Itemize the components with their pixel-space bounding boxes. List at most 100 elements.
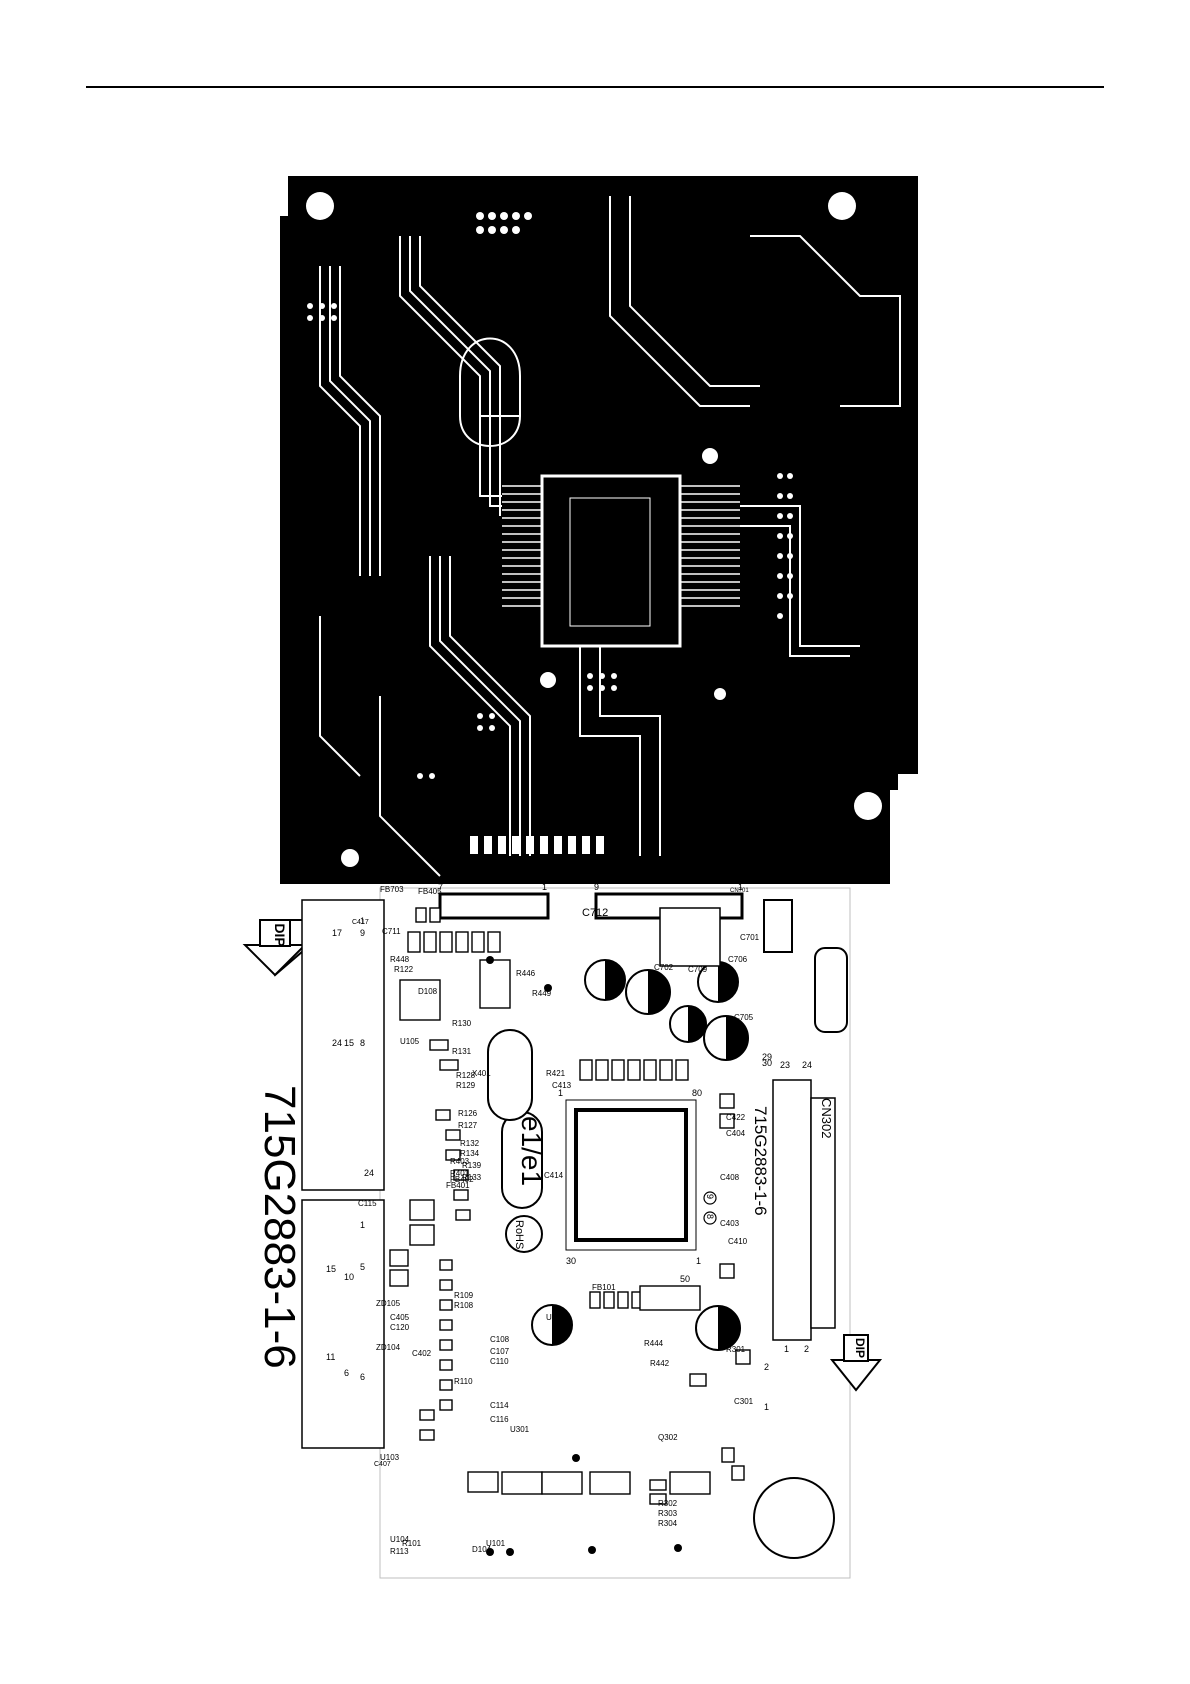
svg-text:50: 50 xyxy=(680,1274,690,1284)
svg-text:R301: R301 xyxy=(726,1345,746,1354)
connector-top-left xyxy=(438,892,550,920)
svg-text:FB402: FB402 xyxy=(450,1175,474,1184)
svg-text:U104: U104 xyxy=(390,1535,410,1544)
svg-text:R134: R134 xyxy=(460,1149,480,1158)
svg-text:1: 1 xyxy=(738,882,743,892)
svg-text:R128: R128 xyxy=(456,1071,476,1080)
svg-text:C407: C407 xyxy=(374,1461,391,1468)
svg-text:ZD104: ZD104 xyxy=(376,1343,401,1352)
svg-text:R302: R302 xyxy=(658,1499,678,1508)
connector-cn302 xyxy=(772,1079,812,1341)
svg-text:U301: U301 xyxy=(510,1425,530,1434)
svg-text:30: 30 xyxy=(762,1058,772,1068)
svg-text:D108: D108 xyxy=(418,987,438,996)
svg-text:C709: C709 xyxy=(688,965,708,974)
svg-text:7: 7 xyxy=(438,882,443,892)
svg-text:FB703: FB703 xyxy=(380,885,404,894)
svg-text:C702: C702 xyxy=(654,963,674,972)
svg-text:6: 6 xyxy=(344,1368,349,1378)
dip-arrow-right: DIP xyxy=(829,1334,883,1392)
svg-text:U103: U103 xyxy=(380,1453,400,1462)
svg-text:24: 24 xyxy=(332,1038,342,1048)
svg-text:R133: R133 xyxy=(462,1173,482,1182)
svg-text:15: 15 xyxy=(344,1038,354,1048)
svg-text:17: 17 xyxy=(332,928,342,938)
svg-text:1: 1 xyxy=(696,1256,701,1266)
vias xyxy=(486,956,682,1556)
svg-text:FB401: FB401 xyxy=(446,1181,470,1190)
svg-text:X401: X401 xyxy=(472,1069,491,1078)
svg-text:11: 11 xyxy=(326,1352,335,1362)
svg-text:R304: R304 xyxy=(658,1519,678,1528)
circle-mark-8: 8 xyxy=(703,1211,717,1225)
svg-text:C712: C712 xyxy=(582,907,608,919)
svg-text:R131: R131 xyxy=(452,1047,472,1056)
svg-text:U105: U105 xyxy=(400,1037,420,1046)
svg-text:R122: R122 xyxy=(394,965,414,974)
svg-text:R129: R129 xyxy=(456,1081,476,1090)
svg-text:1: 1 xyxy=(360,916,365,926)
svg-text:23: 23 xyxy=(780,1060,790,1070)
svg-text:R449: R449 xyxy=(532,989,552,998)
svg-text:15: 15 xyxy=(326,1264,336,1274)
svg-text:C701: C701 xyxy=(740,933,760,942)
svg-text:R110: R110 xyxy=(454,1377,473,1386)
svg-text:C414: C414 xyxy=(544,1171,564,1180)
svg-text:R108: R108 xyxy=(454,1301,474,1310)
svg-text:C404: C404 xyxy=(726,1129,746,1138)
svg-text:C402: C402 xyxy=(412,1349,432,1358)
board-part-number-small: 715G2883-1-6 xyxy=(751,1106,770,1216)
svg-text:e1/e1: e1/e1 xyxy=(516,1116,547,1186)
svg-text:U402: U402 xyxy=(546,1313,566,1322)
svg-text:24: 24 xyxy=(364,1168,374,1178)
svg-text:C115: C115 xyxy=(358,1199,377,1208)
svg-text:C107: C107 xyxy=(490,1347,510,1356)
connector-cn101 xyxy=(301,1199,385,1449)
board-part-number: 715G2883-1-6 xyxy=(255,1085,304,1369)
svg-text:C408: C408 xyxy=(720,1173,740,1182)
svg-text:9: 9 xyxy=(360,928,365,938)
header-rule xyxy=(86,86,1104,88)
svg-text:8: 8 xyxy=(360,1038,365,1048)
circle-mark-9: 9 xyxy=(703,1191,717,1205)
svg-text:R130: R130 xyxy=(452,1019,472,1028)
svg-text:R421: R421 xyxy=(546,1069,566,1078)
svg-text:ZD105: ZD105 xyxy=(376,1299,401,1308)
svg-text:9: 9 xyxy=(594,882,599,892)
svg-text:FB405: FB405 xyxy=(418,887,442,896)
svg-text:1: 1 xyxy=(764,1402,769,1412)
svg-text:R127: R127 xyxy=(458,1121,478,1130)
svg-text:R109: R109 xyxy=(454,1291,474,1300)
svg-text:C706: C706 xyxy=(728,955,748,964)
buzzer-round xyxy=(753,1477,835,1559)
svg-text:C705: C705 xyxy=(734,1013,754,1022)
svg-text:R303: R303 xyxy=(658,1509,678,1518)
svg-text:8: 8 xyxy=(705,1214,715,1219)
svg-text:2: 2 xyxy=(804,1344,809,1354)
svg-text:R403: R403 xyxy=(450,1157,470,1166)
svg-text:R446: R446 xyxy=(516,969,536,978)
svg-text:C116: C116 xyxy=(490,1415,509,1424)
svg-text:C110: C110 xyxy=(490,1357,509,1366)
pin-numbers: 7 1 9 1 1 17 9 24 15 8 30 1 80 29 23 24 … xyxy=(326,882,812,1412)
svg-text:CN302: CN302 xyxy=(819,1098,834,1138)
svg-text:C417: C417 xyxy=(352,919,369,926)
svg-text:1: 1 xyxy=(360,1220,365,1230)
svg-text:10: 10 xyxy=(344,1272,354,1282)
svg-text:R442: R442 xyxy=(650,1359,670,1368)
svg-text:R132: R132 xyxy=(460,1139,480,1148)
diode-d701 xyxy=(763,899,793,953)
svg-text:C711: C711 xyxy=(382,927,401,936)
svg-text:R101: R101 xyxy=(402,1539,422,1548)
svg-text:1: 1 xyxy=(558,1088,563,1098)
svg-text:R401: R401 xyxy=(450,1169,470,1178)
svg-text:C410: C410 xyxy=(728,1237,748,1246)
rohs-mark: RoHS xyxy=(505,1215,543,1253)
crystal-x401 xyxy=(487,1029,533,1121)
svg-text:U101: U101 xyxy=(486,1539,506,1548)
svg-text:C403: C403 xyxy=(720,1219,740,1228)
svg-text:C301: C301 xyxy=(734,1397,754,1406)
component-labels: FB703 FB405 C712 CN701 C711 R448 R122 R4… xyxy=(352,885,834,1556)
svg-text:C405: C405 xyxy=(390,1313,410,1322)
dip-label-left: DIP xyxy=(272,923,288,946)
